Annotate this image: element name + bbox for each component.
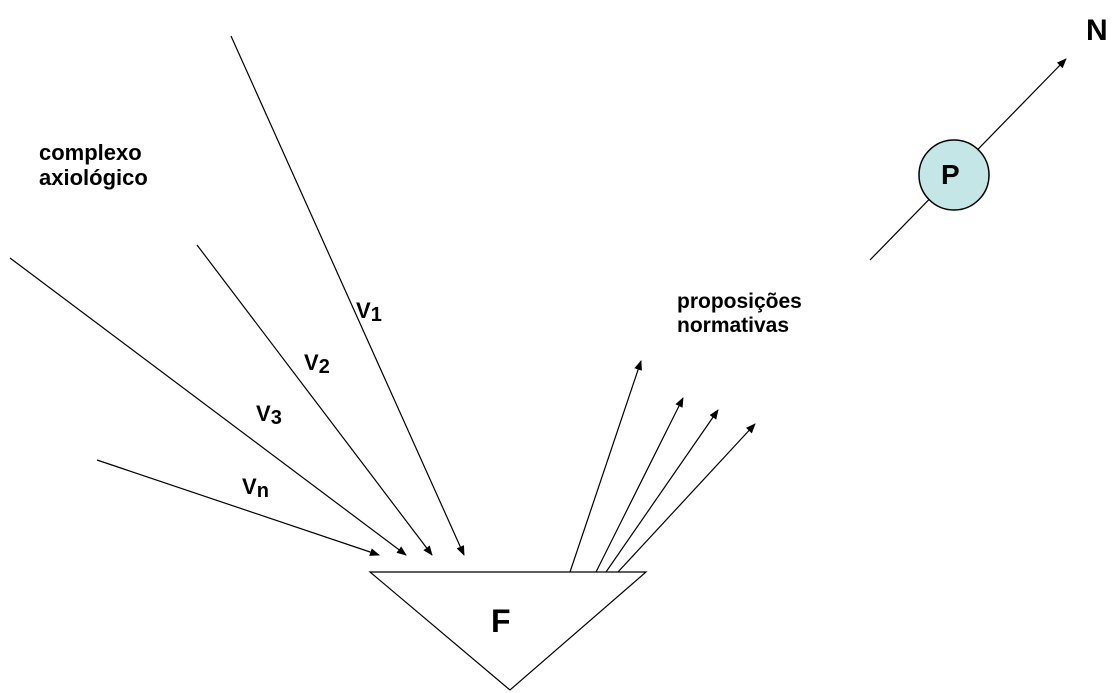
arrow-proposition-4 [617,423,756,573]
person-label: P [941,159,960,190]
arrow-v3 [9,257,407,556]
value-label-v3: V3 [256,401,282,429]
value-label-vn: Vn [242,474,269,502]
arrow-vn [96,459,380,556]
fact-label: F [491,603,511,639]
arrow-proposition-3 [605,409,719,573]
value-label-v1: V1 [356,298,382,326]
person-circle [918,139,990,211]
arrow-proposition-1 [569,360,642,573]
arrow-v1 [230,35,465,556]
arrow-v2 [196,244,433,556]
arrow-proposition-2 [595,397,684,573]
value-label-v2: V2 [304,350,330,378]
fact-triangle [368,571,648,691]
complex-axiological-label: complexo axiológico [39,140,148,190]
norm-label: N [1086,14,1108,47]
normative-propositions-label: proposições normativas [677,290,802,337]
